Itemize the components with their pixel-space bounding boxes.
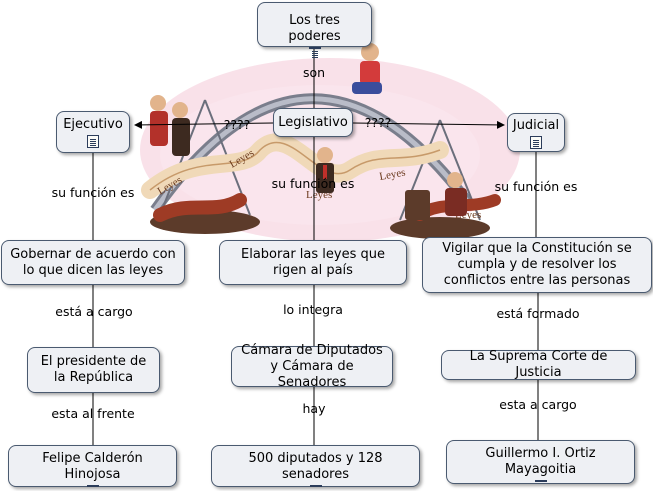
link-label-esta-formado: está formado xyxy=(496,306,580,321)
link-label-hay: hay xyxy=(302,401,326,416)
link-label-esta-a-cargo-judicial: esta a cargo xyxy=(499,397,577,412)
node-felipe-calderon[interactable]: Felipe Calderón Hinojosa xyxy=(8,445,177,487)
image-icon[interactable] xyxy=(86,485,99,487)
link-label-esta-a-cargo: está a cargo xyxy=(55,304,133,319)
node-suprema-corte[interactable]: La Suprema Corte de Justicia xyxy=(441,349,636,380)
node-los-tres-poderes[interactable]: Los tres poderes xyxy=(257,2,372,52)
link-label-lo-integra: lo integra xyxy=(283,302,343,317)
node-gobernar-leyes[interactable]: Gobernar de acuerdo con lo que dicen las… xyxy=(1,240,185,285)
node-guillermo-ortiz[interactable]: Guillermo I. Ortiz Mayagoitia xyxy=(446,440,635,484)
node-label: Los tres poderes xyxy=(288,13,341,44)
node-label: Elaborar las leyes que rigen al país xyxy=(241,246,385,278)
node-presidente-republica[interactable]: El presidente de la República xyxy=(27,347,160,393)
node-label: Felipe Calderón Hinojosa xyxy=(42,451,143,482)
node-vigilar-constitucion[interactable]: Vigilar que la Constitución se cumpla y … xyxy=(422,237,652,293)
image-icon[interactable] xyxy=(534,480,547,482)
node-camaras[interactable]: Cámara de Diputados y Cámara de Senadore… xyxy=(231,343,393,390)
node-judicial[interactable]: Judicial xyxy=(507,113,565,152)
node-label: Ejecutivo xyxy=(63,117,123,132)
node-label: Vigilar que la Constitución se cumpla y … xyxy=(442,241,632,288)
link-label-unknown-right: ???? xyxy=(364,115,392,130)
node-legislativo[interactable]: Legislativo xyxy=(273,108,353,137)
node-label: Judicial xyxy=(512,118,560,133)
document-icon[interactable] xyxy=(308,47,321,52)
node-ejecutivo[interactable]: Ejecutivo xyxy=(56,111,130,153)
node-label: Legislativo xyxy=(278,114,348,130)
document-icon[interactable] xyxy=(530,136,542,149)
link-label-esta-al-frente: esta al frente xyxy=(51,406,135,421)
node-diputados-senadores[interactable]: 500 diputados y 128 senadores xyxy=(211,445,420,487)
node-label: La Suprema Corte de Justicia xyxy=(469,349,608,380)
image-icon[interactable] xyxy=(309,485,322,487)
node-label: 500 diputados y 128 senadores xyxy=(248,451,383,482)
document-icon[interactable] xyxy=(87,135,99,148)
node-label: El presidente de la República xyxy=(40,354,147,385)
link-label-unknown-left: ???? xyxy=(223,117,251,132)
link-label-son: son xyxy=(302,65,326,80)
node-elaborar-leyes[interactable]: Elaborar las leyes que rigen al país xyxy=(219,240,407,285)
link-label-su-funcion-judicial: su función es xyxy=(494,179,578,194)
link-label-su-funcion-ejecutivo: su función es xyxy=(51,185,135,200)
link-label-su-funcion-legislativo: su función es xyxy=(271,176,355,191)
node-label: Guillermo I. Ortiz Mayagoitia xyxy=(485,446,596,477)
illus-leyes-4: Leyes xyxy=(378,167,406,183)
node-label: Gobernar de acuerdo con lo que dicen las… xyxy=(10,246,176,278)
node-label: Cámara de Diputados y Cámara de Senadore… xyxy=(241,342,383,390)
